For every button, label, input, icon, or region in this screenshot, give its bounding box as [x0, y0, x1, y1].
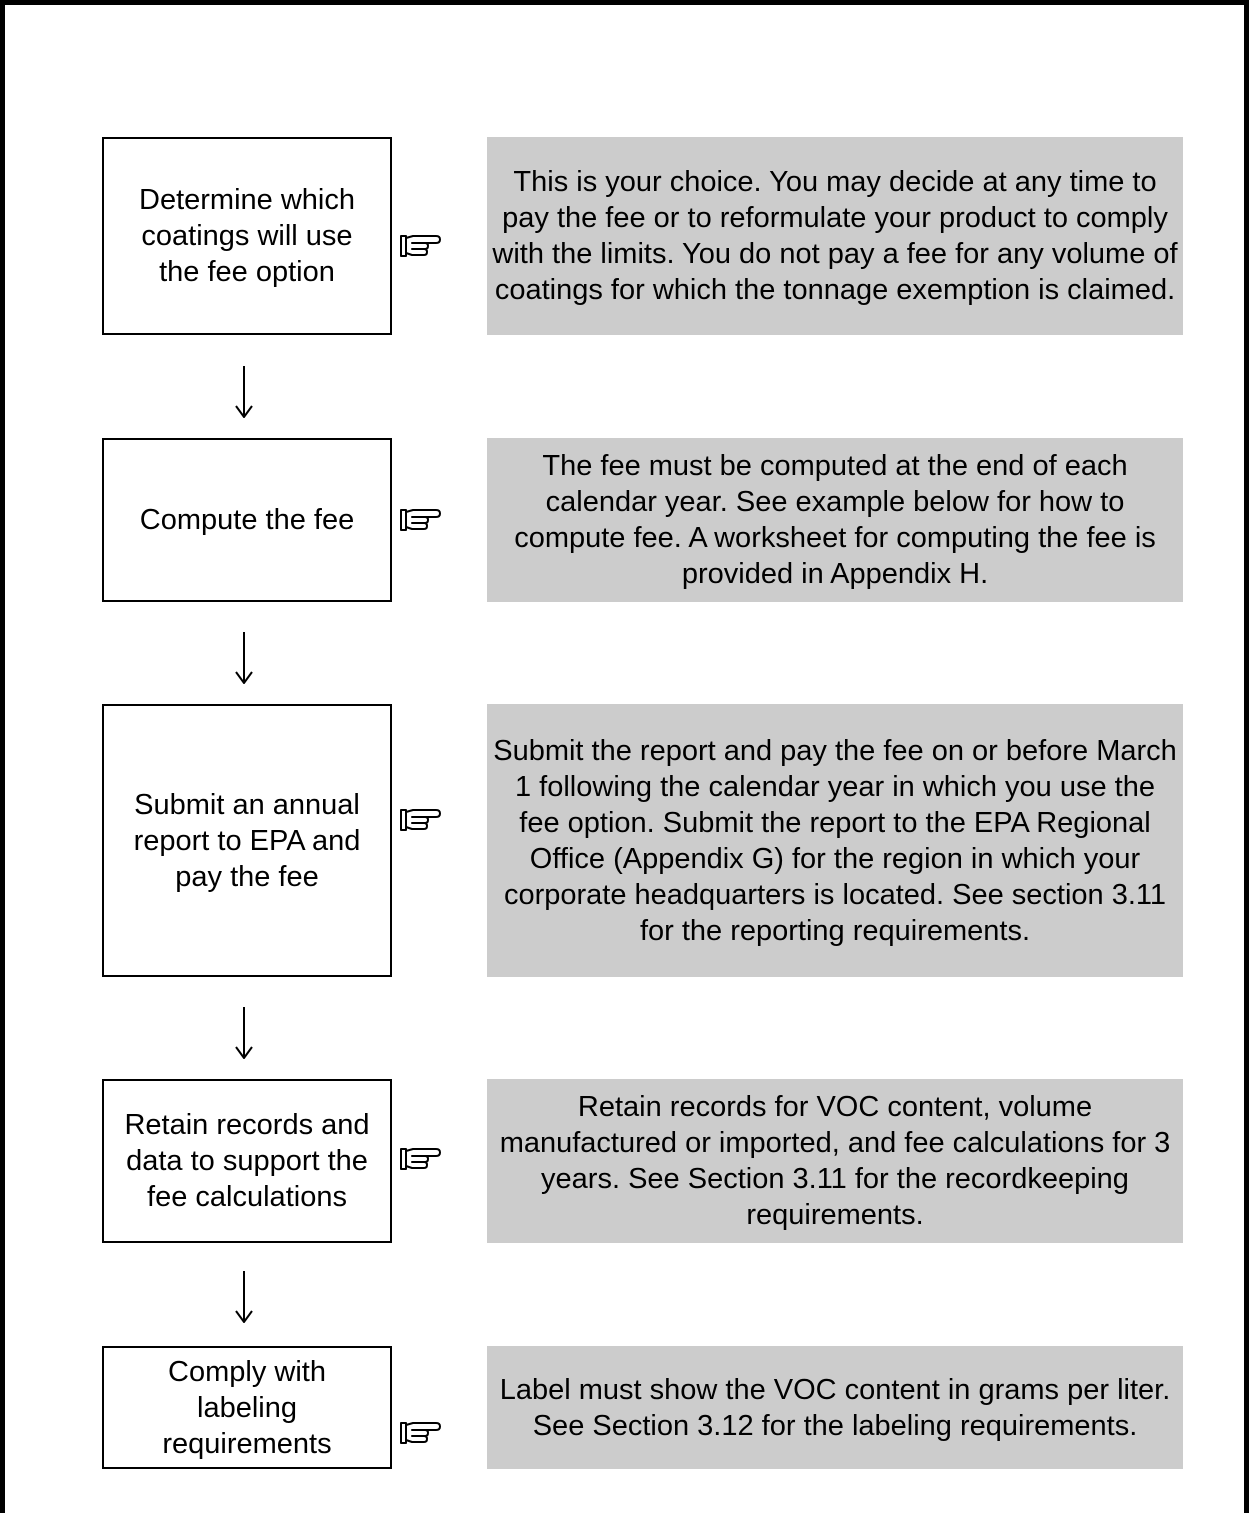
note-line: pay a fee for any volume of coatings for… [494, 238, 1178, 306]
pointing-hand-icon [400, 1422, 441, 1444]
note-line: how to compute fee. A worksheet for [514, 486, 1125, 554]
note-compute-fee: The fee must be computed at the end of e… [487, 438, 1183, 602]
step-label-line: Submit an annual [134, 788, 360, 821]
note-line: the tonnage exemption is claimed. [735, 274, 1176, 306]
note-line: recordkeeping requirements. [746, 1163, 1129, 1231]
frame-top-border [0, 0, 1249, 5]
pointing-hand-icon [400, 235, 441, 257]
note-line: located. See section 3.11 for the report… [639, 878, 1167, 947]
frame-left-border [0, 0, 5, 1513]
pointing-hand-icon [400, 1148, 441, 1170]
note-line: The fee must be computed at the end of [542, 450, 1057, 482]
note-line: time to pay the fee or to reformulate yo… [502, 166, 1157, 234]
step-label-line: data to support the [126, 1145, 368, 1177]
note-line: Label must show the VOC [499, 1373, 837, 1406]
down-arrow-icon [235, 632, 253, 684]
note-line: for 3 years. See Section 3.11 for the [541, 1127, 1171, 1195]
note-determine-coatings: This is your choice. You may decide at a… [487, 137, 1183, 335]
note-line: you use the fee option. Submit the repor… [519, 770, 1155, 839]
step-label-line: requirements [162, 1427, 332, 1460]
note-line: manufactured or imported, and fee calcul… [499, 1127, 1105, 1159]
step-label-line: Comply with [168, 1355, 326, 1388]
note-line: Submit the report and pay the fee on or … [493, 734, 1089, 767]
step-compute-fee: Compute the fee [102, 438, 392, 602]
step-label-line: Compute the fee [139, 504, 355, 536]
step-label-line: labeling [197, 1391, 297, 1424]
note-line: requirements. [852, 914, 1031, 947]
pointing-hand-icon [400, 809, 441, 831]
step-label-line: Retain records and [124, 1109, 370, 1141]
note-line: March 1 following the calendar year in w… [514, 734, 1177, 803]
step-comply-labeling: Comply with labeling requirements [102, 1346, 392, 1469]
note-line: region in which your corporate headquart… [503, 842, 1141, 911]
note-line: computing the fee is provided in Appendi… [681, 522, 1156, 590]
frame-right-border [1244, 0, 1249, 1513]
step-retain-records: Retain records and data to support the f… [102, 1079, 392, 1243]
step-label-line: coatings will use [141, 220, 353, 252]
step-determine-coatings: Determine which coatings will use the fe… [102, 137, 392, 335]
note-line: This is your choice. You may decide at a… [513, 166, 1062, 198]
note-line: content in grams per liter. See Section … [532, 1373, 1171, 1442]
down-arrow-icon [235, 1271, 253, 1323]
step-submit-report: Submit an annual report to EPA and pay t… [102, 704, 392, 977]
down-arrow-icon [235, 366, 253, 418]
note-line: Retain records for VOC content, volume [577, 1091, 1093, 1123]
note-line: each calendar year. See example below fo… [545, 450, 1128, 518]
note-line: the labeling requirements. [803, 1409, 1138, 1442]
step-label-line: the fee option [159, 256, 335, 288]
note-retain-records: Retain records for VOC content, volume m… [487, 1079, 1183, 1243]
down-arrow-icon [235, 1007, 253, 1059]
step-label-line: Determine which [139, 184, 355, 216]
step-label-line: fee calculations [147, 1181, 347, 1213]
step-label-line: pay the fee [175, 860, 319, 893]
step-label-line: report to EPA and [133, 824, 361, 857]
note-line: product to comply with the limits. You d… [492, 202, 1168, 270]
note-line: EPA Regional Office (Appendix G) for the [529, 806, 1151, 875]
note-submit-report: Submit the report and pay the fee on or … [487, 704, 1183, 977]
note-comply-labeling: Label must show the VOC content in grams… [487, 1346, 1183, 1469]
pointing-hand-icon [400, 509, 441, 531]
